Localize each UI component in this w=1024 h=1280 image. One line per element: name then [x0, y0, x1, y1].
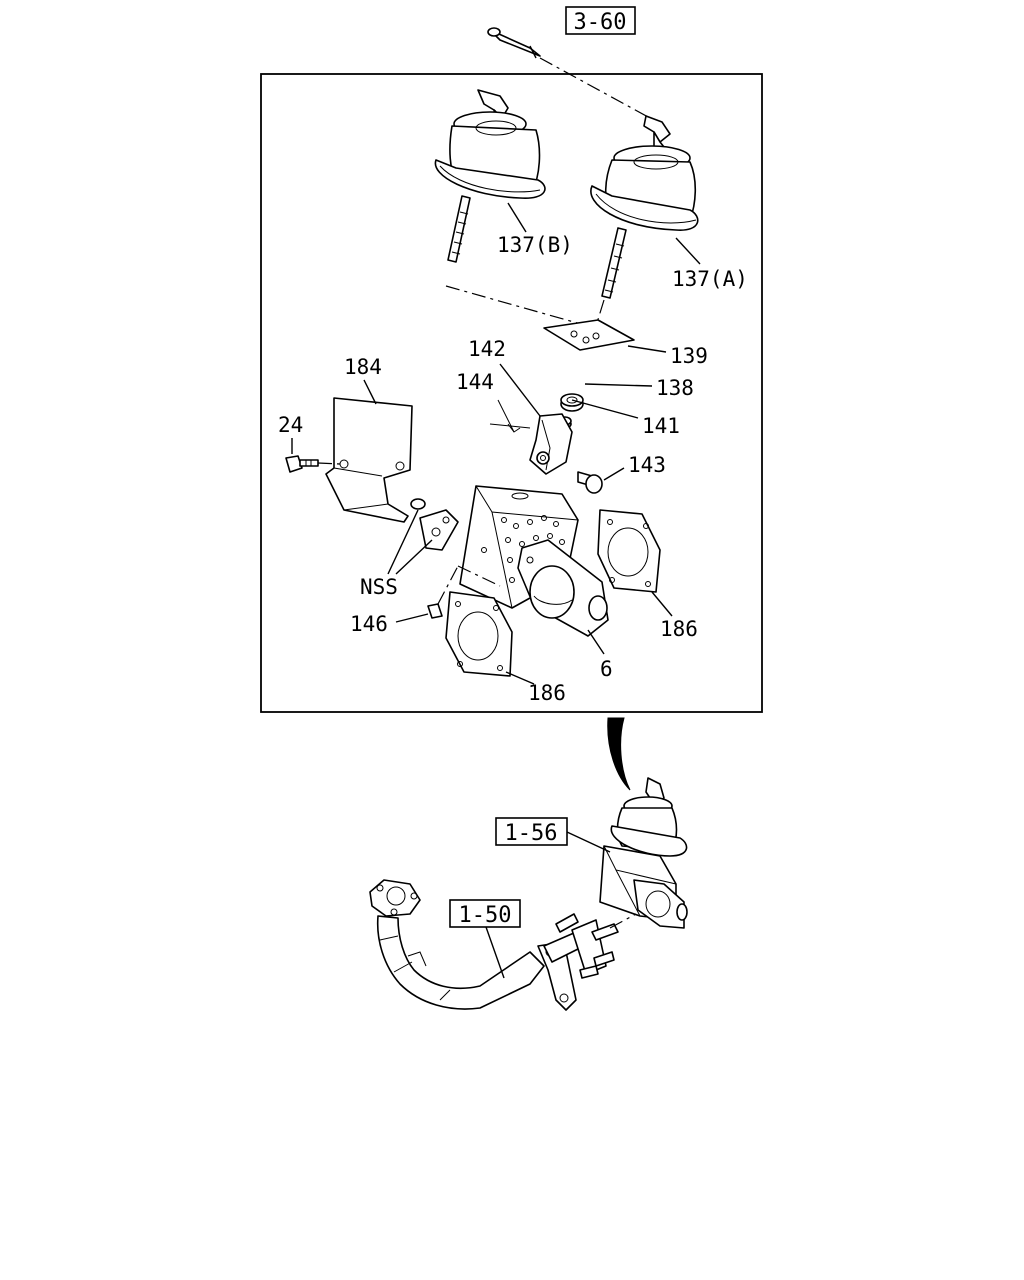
assembled-valve: [599, 777, 688, 929]
gasket-186-right: [597, 509, 661, 593]
ref-box-3-60[interactable]: [565, 6, 636, 35]
callout-6: 6: [600, 657, 613, 681]
callout-141: 141: [642, 414, 680, 438]
callout-186-right: 186: [660, 617, 698, 641]
bolt-24: [285, 455, 341, 473]
ref-label-1-56[interactable]: 1-56: [505, 821, 558, 846]
actuator-137b: [434, 89, 546, 263]
hose-3-60: [487, 27, 541, 59]
callout-arrow: [607, 717, 631, 791]
gasket-139: [543, 319, 635, 351]
callout-184: 184: [344, 355, 382, 379]
callout-186-bottom: 186: [528, 681, 566, 705]
ref-label-1-50[interactable]: 1-50: [459, 903, 512, 928]
callout-139: 139: [670, 344, 708, 368]
lever-142: [529, 413, 573, 475]
bolt-146: [427, 565, 501, 619]
callout-137b: 137(B): [497, 233, 573, 257]
callout-144: 144: [456, 370, 494, 394]
flange-6: [517, 539, 609, 637]
ref-box-1-50[interactable]: [449, 899, 521, 928]
callout-142: 142: [468, 337, 506, 361]
bracket-184: [325, 397, 413, 523]
exhaust-pipe: [369, 879, 637, 1011]
callout-nss: NSS: [360, 575, 398, 599]
gasket-186-bottom: [445, 591, 513, 677]
callout-137a: 137(A): [672, 267, 748, 291]
ref-label-3-60[interactable]: 3-60: [574, 10, 627, 35]
callout-143: 143: [628, 453, 666, 477]
ref-box-1-56[interactable]: [495, 817, 568, 846]
callout-24: 24: [278, 413, 303, 437]
bolt-143: [577, 471, 603, 494]
actuator-137a: [590, 115, 699, 299]
callout-146: 146: [350, 612, 388, 636]
detail-frame: [260, 73, 763, 713]
callout-138: 138: [656, 376, 694, 400]
nss-parts: [410, 498, 459, 551]
pin-144: [489, 399, 531, 433]
